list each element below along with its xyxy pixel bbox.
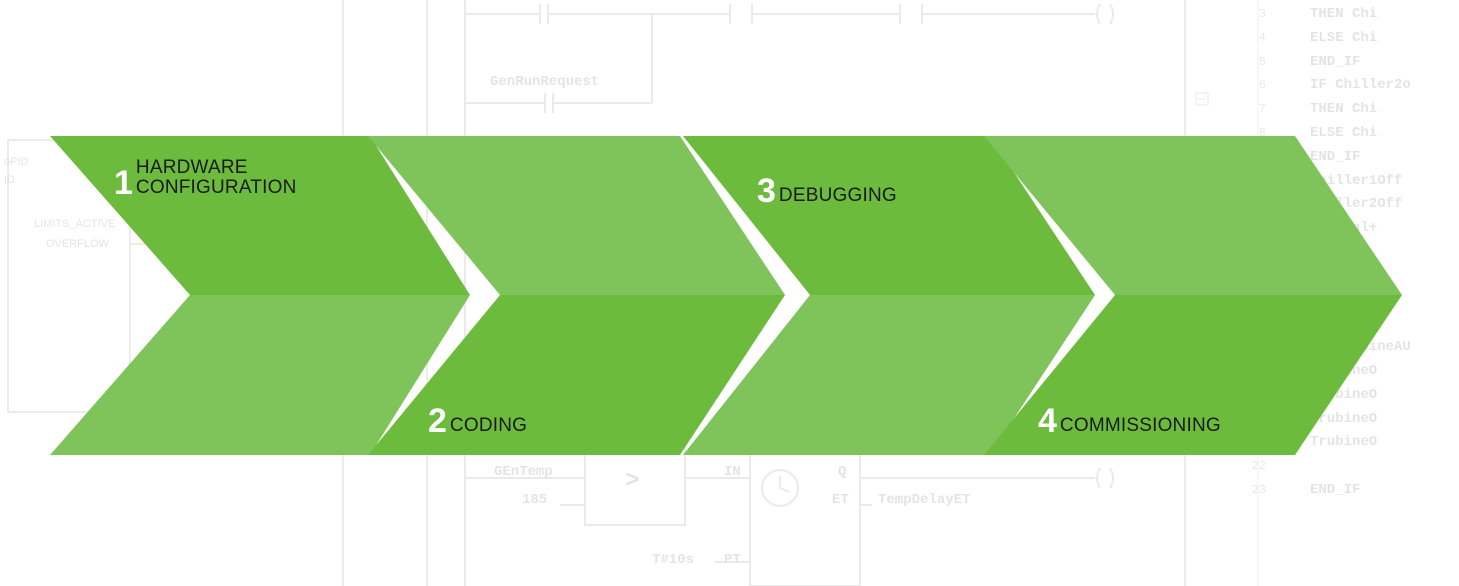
step-label: CODING: [449, 415, 528, 436]
step-commissioning: 4 COMMISSIONING: [1038, 402, 1221, 440]
bg-gen-temp: GEnTemp: [494, 464, 553, 480]
bg-timer-et-output: TempDelayET: [878, 492, 971, 508]
step-number: 2: [428, 402, 447, 440]
bg-code-line-number: 5: [1258, 55, 1266, 69]
bg-timer-et: ET: [832, 492, 849, 508]
bg-compare-symbol: >: [625, 468, 640, 495]
bg-gen-temp-value: 185: [522, 492, 548, 508]
bg-timer-pt: PT: [724, 552, 741, 568]
bg-timer-q: Q: [838, 464, 847, 480]
bg-fb-pin: ID: [4, 174, 15, 186]
chevron-upper-half: [368, 136, 785, 295]
bg-code-line: END_IF: [1310, 482, 1361, 498]
bg-gen-run-request: GenRunRequest: [490, 74, 600, 90]
bg-code-line: THEN Chi: [1310, 6, 1378, 22]
bg-code-line-number: 7: [1258, 102, 1266, 116]
bg-timer-in: IN: [724, 464, 741, 480]
bg-code-line-number: 23: [1251, 483, 1266, 497]
chevron-lower-half: [368, 295, 785, 455]
step-label-line-2: CONFIGURATION: [135, 177, 297, 198]
step-debugging: 3 DEBUGGING: [757, 172, 897, 210]
bg-fb-limits-active: LIMITS_ACTIVE: [34, 218, 116, 230]
bg-code-line-number: 4: [1258, 31, 1266, 45]
bg-code-line: ELSE Chi: [1310, 30, 1378, 46]
step-number: 4: [1038, 402, 1057, 440]
step-label: COMMISSIONING: [1059, 415, 1221, 436]
bg-code-line-number: 8: [1258, 126, 1266, 140]
bg-code-line: TrubineO: [1310, 411, 1378, 427]
bg-code-line: END_IF: [1310, 54, 1361, 70]
step-number: 1: [114, 164, 133, 202]
bg-code-line: Chiller1Off: [1310, 173, 1403, 189]
chevron-lower-half: [683, 295, 1095, 455]
step-label-line-1: HARDWARE: [135, 157, 248, 178]
chevron-upper-half: [984, 136, 1402, 295]
bg-code-line: ELSE Chi: [1310, 125, 1378, 141]
bg-code-line-number: 22: [1251, 459, 1266, 473]
chevron-upper-half: [683, 136, 1095, 295]
chevron-lower-half: [984, 295, 1402, 455]
step-label: DEBUGGING: [778, 185, 897, 206]
step-hardware-configuration: 1 HARDWARE CONFIGURATION: [114, 158, 297, 202]
bg-fb-overflow: OVERFLOW: [46, 238, 109, 250]
bg-code-line: END_IF: [1310, 149, 1361, 165]
bg-fb-title: oPID: [4, 156, 29, 168]
bg-timer-preset: T#10s: [652, 552, 695, 568]
step-number: 3: [757, 172, 776, 210]
step-coding: 2 CODING: [428, 402, 528, 440]
bg-code-line: IF Chiller2o: [1310, 77, 1411, 93]
chevron-lower-half: [50, 295, 470, 455]
chevron-upper-half: [50, 136, 470, 295]
step-label: HARDWARE CONFIGURATION: [136, 158, 297, 198]
bg-code-line: THEN Chi: [1310, 101, 1378, 117]
bg-code-line-number: 3: [1258, 7, 1266, 21]
bg-code-line-number: 6: [1258, 78, 1266, 92]
bg-code-line: TrubineO: [1310, 434, 1378, 450]
